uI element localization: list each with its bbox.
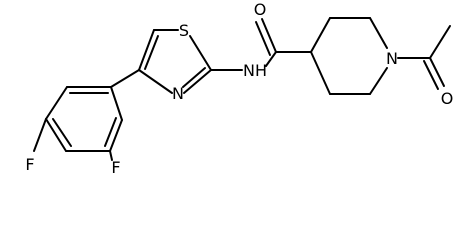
piperidine-nitrogen-label: N [386, 49, 398, 68]
bond [429, 57, 445, 87]
bond [138, 29, 155, 71]
bond [183, 69, 212, 94]
bond [45, 86, 68, 120]
bond [310, 51, 331, 95]
bond [369, 67, 388, 95]
bond [255, 21, 271, 56]
chemical-structure-diagram: S N NH O N O F F [25, 0, 453, 176]
bond [189, 35, 212, 71]
bond [423, 60, 439, 90]
bond [110, 86, 123, 121]
sulfur-atom-label: S [179, 21, 189, 40]
bond [369, 17, 388, 49]
bond [310, 17, 331, 53]
bond [109, 150, 113, 161]
bonds [33, 17, 451, 161]
bond [265, 51, 277, 67]
amide-nh-label: NH [243, 61, 267, 80]
acetyl-oxygen-label: O [441, 89, 454, 108]
bond [52, 118, 72, 147]
bond [261, 18, 277, 53]
fluorine-ortho-label: F [111, 158, 120, 176]
bond [45, 118, 67, 152]
bond [138, 69, 173, 94]
bond [182, 67, 206, 88]
bond [110, 69, 140, 88]
bond [144, 35, 159, 70]
bond [104, 117, 117, 147]
bond [109, 119, 123, 152]
fluorine-para-label: F [25, 155, 34, 174]
amide-oxygen-label: O [254, 0, 267, 19]
atom-labels: S N NH O N O F F [25, 0, 453, 176]
bond [429, 25, 451, 59]
thiazole-nitrogen-label: N [172, 84, 184, 103]
bond [33, 118, 47, 152]
